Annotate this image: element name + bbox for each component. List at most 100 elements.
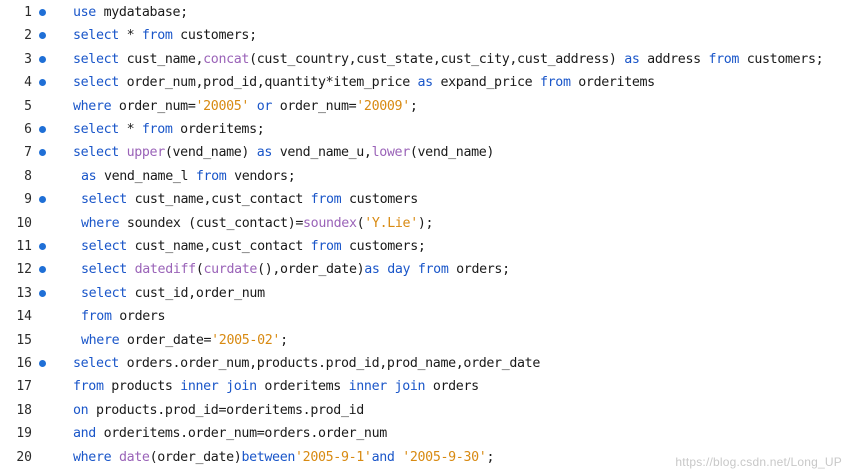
code-text: select order_num,prod_id,quantity*item_p… — [73, 71, 655, 94]
code-token — [387, 379, 395, 394]
keyword-token: inner — [348, 379, 388, 395]
breakpoint-dot-icon[interactable] — [39, 32, 46, 40]
code-line[interactable]: 17 from products inner join orderitems in… — [0, 375, 850, 398]
code-token: orderitems; — [172, 122, 265, 137]
breakpoint-dot-icon[interactable] — [39, 149, 46, 157]
code-token — [119, 145, 127, 160]
code-token: orders.order_num,products.prod_id,prod_n… — [118, 356, 541, 371]
code-token: vend_name_u, — [272, 145, 372, 161]
code-token: orderitems — [256, 379, 349, 395]
code-line[interactable]: 15 where order_date='2005-02'; — [0, 329, 850, 352]
keyword-token: select — [73, 145, 119, 161]
code-text: select cust_id,order_num — [81, 282, 265, 305]
keyword-token: as — [364, 262, 380, 278]
code-text: select * from orderitems; — [73, 118, 265, 141]
keyword-token: from — [195, 168, 227, 184]
keyword-token: from — [73, 379, 104, 395]
breakpoint-dot-icon[interactable] — [39, 289, 46, 297]
string-token: 'Y.Lie' — [364, 215, 418, 231]
code-text: from products inner join orderitems inne… — [73, 375, 479, 398]
line-number: 13 — [16, 285, 32, 301]
function-token: soundex — [303, 215, 357, 231]
line-number: 19 — [16, 426, 32, 442]
keyword-token: or — [256, 98, 273, 114]
code-text: where soundex (cust_contact)=soundex('Y.… — [81, 212, 434, 235]
keyword-token: inner — [180, 379, 219, 395]
code-token: cust_name,cust_contact — [126, 239, 311, 254]
code-line[interactable]: 13 select cust_id,order_num — [0, 282, 850, 305]
code-token — [127, 262, 135, 277]
keyword-token: where — [81, 332, 120, 348]
code-token — [410, 262, 418, 277]
keyword-token: as — [81, 168, 97, 184]
function-token: upper — [126, 145, 166, 161]
code-line[interactable]: 10 where soundex (cust_contact)=soundex('… — [0, 212, 850, 235]
line-number: 10 — [16, 215, 32, 231]
code-token: * — [118, 122, 142, 137]
code-line[interactable]: 8 as vend_name_l from vendors; — [0, 165, 850, 188]
code-text: where order_date='2005-02'; — [81, 329, 288, 352]
code-token: orders; — [448, 262, 510, 278]
line-number: 3 — [24, 51, 32, 67]
breakpoint-dot-icon[interactable] — [39, 360, 46, 367]
code-token: ); — [417, 215, 434, 231]
code-token — [249, 99, 257, 114]
breakpoint-dot-icon[interactable] — [39, 126, 46, 133]
line-number: 2 — [24, 28, 32, 44]
keyword-token: from — [141, 122, 173, 137]
code-token: ; — [486, 449, 495, 465]
breakpoint-dot-icon[interactable] — [39, 9, 46, 16]
line-number: 20 — [16, 449, 32, 465]
code-token: customers; — [341, 239, 426, 254]
code-text: as vend_name_l from vendors; — [81, 165, 296, 188]
keyword-token: from — [141, 28, 173, 44]
string-token: '20005' — [195, 98, 250, 114]
code-token: orders — [111, 309, 166, 325]
line-number: 4 — [24, 75, 32, 91]
code-token: expand_price — [432, 75, 540, 91]
code-text: use mydatabase; — [73, 1, 188, 24]
breakpoint-dot-icon[interactable] — [39, 266, 46, 274]
keyword-token: as — [624, 51, 640, 67]
keyword-token: from — [417, 262, 449, 278]
string-token: '2005-02' — [211, 332, 281, 348]
keyword-token: from — [310, 192, 342, 208]
line-number: 15 — [16, 332, 32, 348]
breakpoint-dot-icon[interactable] — [39, 79, 46, 87]
keyword-token: select — [73, 51, 119, 67]
keyword-token: select — [73, 75, 119, 91]
code-text: select cust_name,cust_contact from custo… — [81, 188, 418, 211]
keyword-token: as — [256, 145, 273, 161]
code-line[interactable]: 4 select order_num,prod_id,quantity*item_… — [0, 71, 850, 94]
keyword-token: select — [73, 122, 119, 137]
line-number: 11 — [16, 239, 32, 254]
code-token: ; — [280, 332, 288, 348]
line-number: 17 — [16, 379, 32, 395]
code-text: select upper(vend_name) as vend_name_u,l… — [73, 141, 494, 164]
line-number: 8 — [24, 168, 32, 184]
breakpoint-dot-icon[interactable] — [39, 55, 46, 63]
code-token: vend_name_l — [96, 168, 196, 184]
breakpoint-dot-icon[interactable] — [39, 196, 46, 204]
string-token: '2005-9-1' — [295, 449, 372, 465]
code-text: where date(order_date)between'2005-9-1'a… — [73, 446, 494, 469]
keyword-token: select — [81, 192, 127, 208]
breakpoint-dot-icon[interactable] — [39, 243, 46, 250]
code-line[interactable]: 20 where date(order_date)between'2005-9-1… — [0, 446, 850, 469]
code-token: vendors; — [226, 168, 296, 184]
keyword-token: where — [73, 98, 112, 114]
